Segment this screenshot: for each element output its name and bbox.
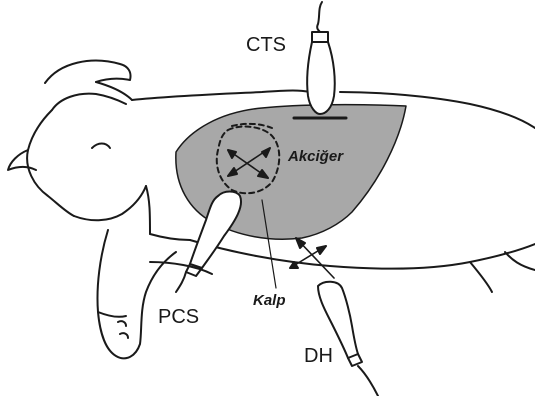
cts-label: CTS: [246, 34, 286, 57]
kalp-label: Kalp: [253, 292, 286, 309]
akciger-label: Akciğer: [288, 148, 343, 165]
dh-probe: [290, 238, 378, 396]
cts-probe: [294, 2, 346, 118]
dh-label: DH: [304, 345, 333, 368]
pcs-label: PCS: [158, 306, 199, 329]
